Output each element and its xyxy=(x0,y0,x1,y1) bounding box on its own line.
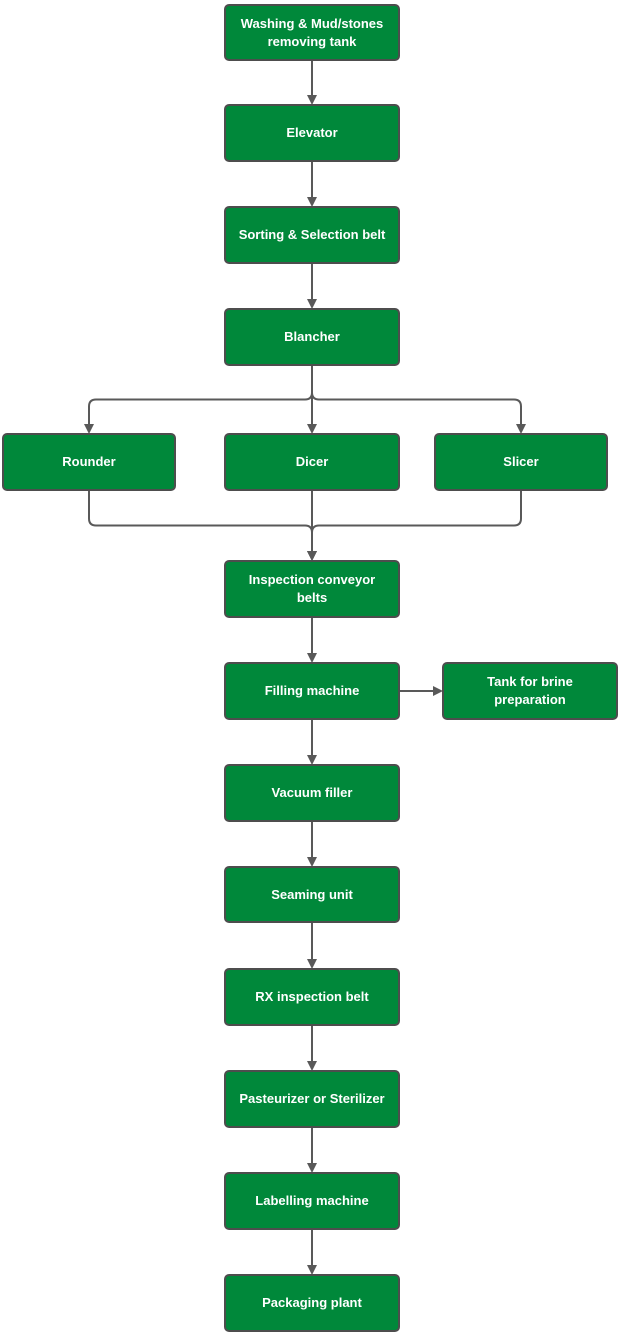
node-label: Dicer xyxy=(295,454,329,469)
node-label: Labelling machine xyxy=(255,1193,369,1208)
connector-blancher-to-slicer xyxy=(311,366,526,434)
node-label: Inspection conveyor belts xyxy=(248,572,376,605)
node-pasteurizer: Pasteurizer or Sterilizer xyxy=(224,1070,400,1128)
connector-layer xyxy=(84,61,526,1275)
connector-slicer-to-inspection xyxy=(307,491,522,561)
node-seaming: Seaming unit xyxy=(224,866,400,923)
node-inspection: Inspection conveyor belts xyxy=(224,560,400,618)
node-label: Slicer xyxy=(503,454,539,469)
node-washing: Washing & Mud/stones removing tank xyxy=(224,4,400,61)
node-label: Packaging plant xyxy=(262,1295,362,1310)
node-label: Seaming unit xyxy=(271,886,353,902)
node-label: Vacuum filler xyxy=(271,785,353,800)
node-brine: Tank for brine preparation xyxy=(442,662,618,720)
node-blancher: Blancher xyxy=(224,308,400,366)
connector-blancher-to-rounder xyxy=(84,366,313,434)
node-rx: RX inspection belt xyxy=(224,968,400,1026)
node-label: Pasteurizer or Sterilizer xyxy=(239,1091,385,1106)
node-vacuum: Vacuum filler xyxy=(224,764,400,822)
node-packaging: Packaging plant xyxy=(224,1274,400,1332)
node-sorting: Sorting & Selection belt xyxy=(224,206,400,264)
node-labelling: Labelling machine xyxy=(224,1172,400,1230)
node-label: Rounder xyxy=(62,454,116,469)
connector-rounder-to-inspection xyxy=(88,491,317,561)
node-dicer: Dicer xyxy=(224,433,400,491)
node-elevator: Elevator xyxy=(224,104,400,162)
node-label: RX inspection belt xyxy=(255,989,369,1004)
node-filling: Filling machine xyxy=(224,662,400,720)
node-label: Filling machine xyxy=(264,683,360,698)
node-slicer: Slicer xyxy=(434,433,608,491)
node-label: Blancher xyxy=(284,329,340,344)
node-label: Tank for brine preparation xyxy=(487,674,573,707)
node-label: Washing & Mud/stones removing tank xyxy=(240,15,384,49)
node-rounder: Rounder xyxy=(2,433,176,491)
node-label: Elevator xyxy=(286,125,338,140)
node-label: Sorting & Selection belt xyxy=(238,227,386,242)
